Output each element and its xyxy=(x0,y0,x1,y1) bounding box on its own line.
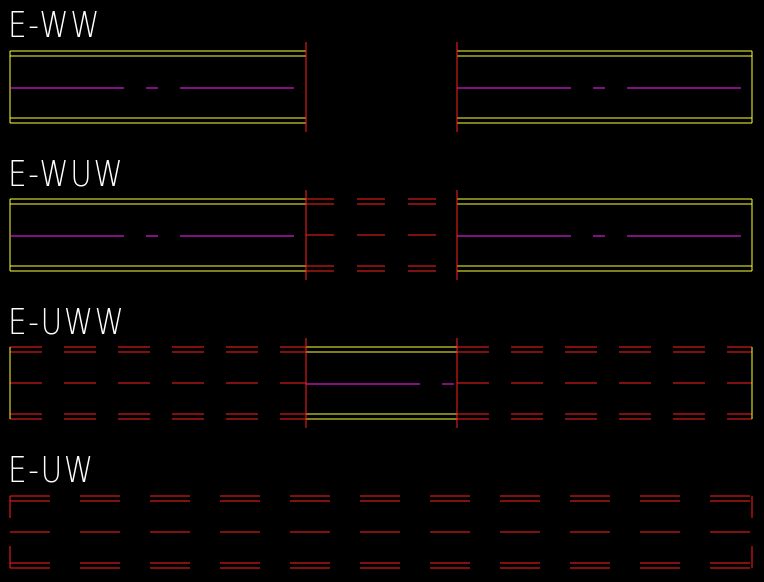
section-label-ew-ww: E-WW xyxy=(8,5,102,46)
section-label-ewuw: E-WUW xyxy=(8,154,125,195)
section-label-euw: E-UW xyxy=(8,450,95,491)
section-label-euww: E-UWW xyxy=(8,302,126,343)
